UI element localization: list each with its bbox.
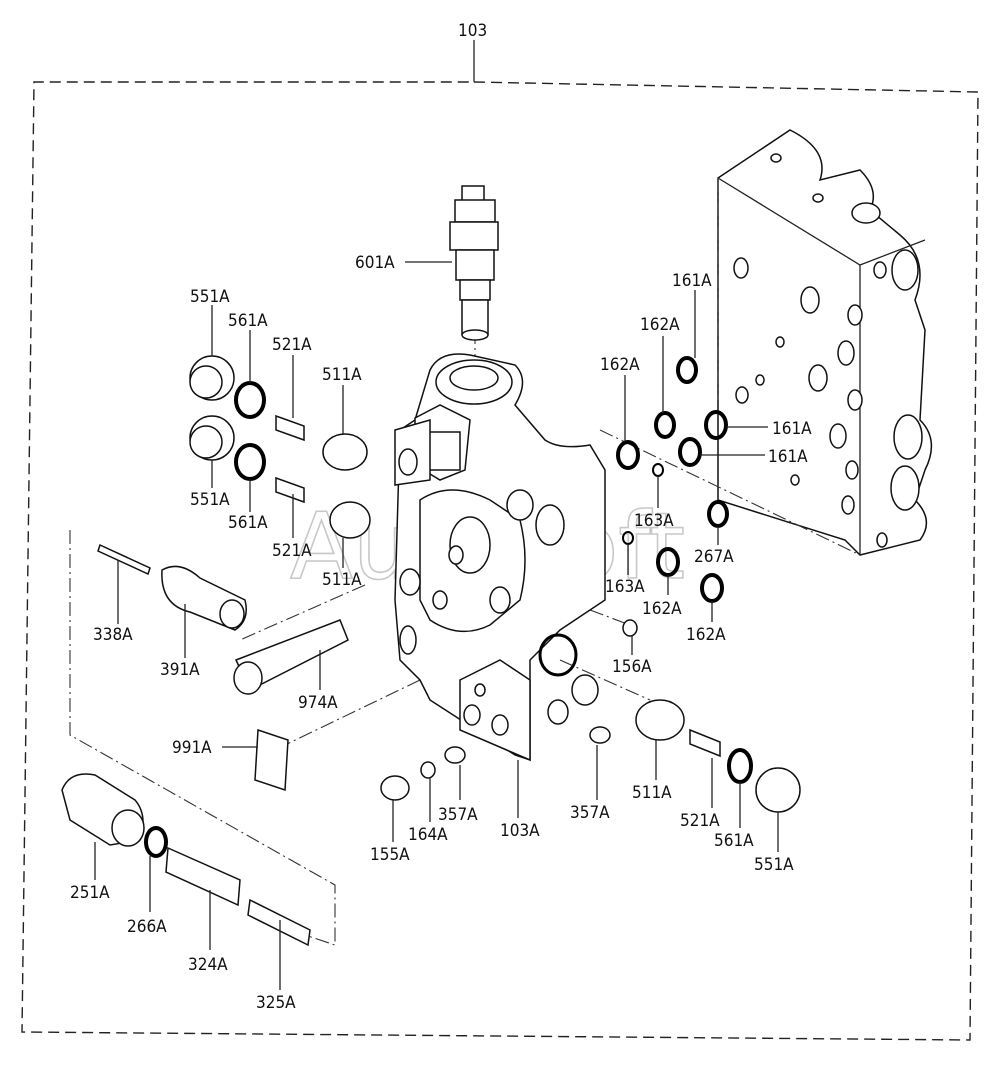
assembly-boundary: 103 (21, 21, 979, 1041)
label-561A-right: 561A (714, 831, 754, 851)
label-103A: 103A (500, 821, 540, 841)
label-163A-upper: 163A (634, 511, 674, 531)
part-labels: 601A 551A 561A 521A 511A 551A 561A 521A … (70, 253, 812, 1013)
label-357A-right: 357A (570, 803, 610, 823)
label-561A-top: 561A (228, 311, 268, 331)
label-162A-a: 162A (640, 315, 680, 335)
label-161A-low: 161A (768, 447, 808, 467)
label-601A: 601A (355, 253, 395, 273)
label-521A-mid: 521A (272, 541, 312, 561)
label-156A: 156A (612, 657, 652, 677)
label-974A: 974A (298, 693, 338, 713)
label-521A-right: 521A (680, 811, 720, 831)
label-266A: 266A (127, 917, 167, 937)
label-511A-right: 511A (632, 783, 672, 803)
label-267A: 267A (694, 547, 734, 567)
valve-section-body (394, 353, 606, 762)
label-324A: 324A (188, 955, 228, 975)
label-991A: 991A (172, 738, 212, 758)
label-551A-mid: 551A (190, 490, 230, 510)
left-plug-group (189, 355, 371, 539)
assembly-label: 103 (458, 21, 487, 41)
leader-lines (94, 261, 779, 990)
lower-left-cap-group (61, 773, 311, 947)
label-163A-lower: 163A (605, 577, 645, 597)
label-325A: 325A (256, 993, 296, 1013)
label-338A: 338A (93, 625, 133, 645)
label-561A-mid: 561A (228, 513, 268, 533)
label-511A-mid: 511A (322, 570, 362, 590)
label-551A-top: 551A (190, 287, 230, 307)
label-511A-top: 511A (322, 365, 362, 385)
label-521A-top: 521A (272, 335, 312, 355)
right-o-rings (616, 356, 729, 603)
spool-bolt-group (97, 543, 349, 792)
label-251A: 251A (70, 883, 110, 903)
label-155A: 155A (370, 845, 410, 865)
label-164A: 164A (408, 825, 448, 845)
alignment-lines (69, 178, 861, 946)
label-161A-top: 161A (672, 271, 712, 291)
label-162A-c: 162A (642, 599, 682, 619)
adjacent-valve-section (717, 129, 933, 556)
label-357A-left: 357A (438, 805, 478, 825)
label-551A-right: 551A (754, 855, 794, 875)
relief-valve-part (449, 185, 499, 341)
label-162A-d: 162A (686, 625, 726, 645)
label-391A: 391A (160, 660, 200, 680)
label-162A-b: 162A (600, 355, 640, 375)
label-161A-mid: 161A (772, 419, 812, 439)
